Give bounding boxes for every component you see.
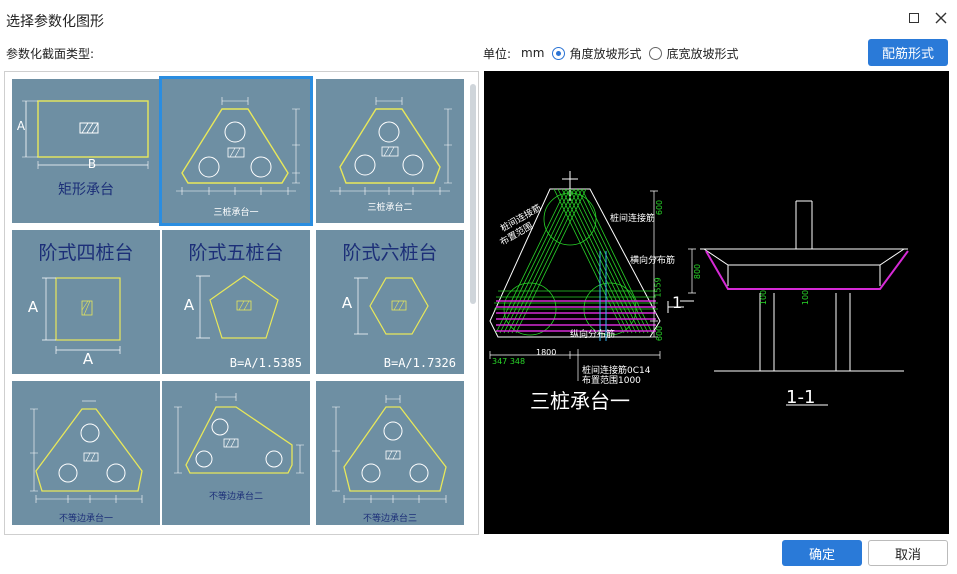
dim-800: 800 — [693, 263, 703, 280]
radio-width-slope-label: 底宽放坡形式 — [666, 46, 739, 61]
thumb-irregular-cap-3-label: 不等边承台三 — [362, 514, 417, 524]
annot-bottom-range: 布置范围1000 — [582, 376, 641, 386]
window-title: 选择参数化图形 — [6, 14, 104, 30]
title-bar: 选择参数化图形 — [0, 0, 957, 38]
three-pile-2-drawing — [330, 97, 452, 195]
thumb-irregular-cap-3[interactable]: 不等边承台三 — [316, 381, 464, 525]
five-pile-drawing — [196, 275, 279, 339]
radio-angle-slope-label: 角度放坡形式 — [569, 46, 642, 61]
thumb-irregular-cap-1-label: 不等边承台一 — [58, 514, 113, 524]
radio-dot — [552, 46, 566, 60]
dim-1559: 1559 — [653, 277, 663, 298]
thumb-stepped-six-pile[interactable]: 阶式六桩台 A B=A/1.7326 — [316, 230, 464, 374]
thumb-three-pile-cap-2[interactable]: 三桩承台二 — [316, 79, 464, 223]
ok-button[interactable]: 确定 — [782, 540, 862, 566]
dim-600-bottom: 600 — [655, 325, 665, 342]
rect-dim-b: B — [87, 157, 97, 171]
five-pile-dim-a: A — [183, 296, 195, 314]
preview-title: 三桩承台一 — [530, 389, 630, 413]
maximize-button[interactable] — [906, 10, 922, 26]
cancel-button[interactable]: 取消 — [868, 540, 948, 566]
units-value: mm — [521, 46, 545, 60]
section-type-label: 参数化截面类型: — [6, 47, 95, 61]
dim-600-top: 600 — [655, 199, 665, 216]
irregular-cap-2-drawing — [174, 393, 304, 474]
thumb-rect-cap-label: 矩形承台 — [58, 182, 114, 198]
rect-cap-drawing — [22, 100, 149, 169]
six-pile-formula: B=A/1.7326 — [383, 356, 456, 370]
preview-canvas: 桩间连接筋 布置范围 桩间连接筋 横向分布筋 纵向分布筋 桩间连接筋0C14 布… — [484, 71, 949, 534]
thumb-three-pile-cap-1-label: 三桩承台一 — [213, 208, 259, 218]
thumb-stepped-five-pile-label: 阶式五桩台 — [188, 242, 284, 264]
maximize-icon — [909, 13, 919, 23]
close-icon — [935, 12, 947, 24]
annot-bottom-rebar: 桩间连接筋0C14 — [582, 366, 651, 376]
shape-gallery: A B 矩形承台 三桩承台一 — [4, 71, 479, 535]
five-pile-formula: B=A/1.5385 — [229, 356, 302, 370]
dim-100-a: 100 — [759, 289, 769, 306]
four-pile-dim-a: A — [27, 298, 39, 316]
annot-vertical: 纵向分布筋 — [570, 330, 616, 340]
four-pile-dim-b: A — [82, 350, 94, 368]
thumb-stepped-four-pile[interactable]: 阶式四桩台 A A — [12, 230, 160, 374]
section-mark: 1 — [672, 293, 683, 312]
thumb-stepped-five-pile[interactable]: 阶式五桩台 A B=A/1.5385 — [162, 230, 310, 374]
dim-1800: 1800 — [536, 348, 557, 357]
radio-width-slope[interactable]: 底宽放坡形式 — [649, 45, 738, 62]
irregular-cap-1-drawing — [30, 400, 143, 503]
units-row: 单位: mm 角度放坡形式 底宽放坡形式 — [483, 43, 746, 63]
six-pile-dim-a: A — [341, 294, 353, 312]
six-pile-drawing — [354, 277, 429, 335]
thumb-irregular-cap-1[interactable]: 不等边承台一 — [12, 381, 160, 525]
units-label: 单位: — [483, 46, 512, 61]
thumb-three-pile-cap-2-label: 三桩承台二 — [367, 203, 413, 213]
thumb-irregular-cap-2-label: 不等边承台二 — [208, 492, 263, 502]
thumb-three-pile-cap-1[interactable]: 三桩承台一 — [159, 76, 313, 226]
three-pile-1-drawing — [176, 97, 300, 195]
dim-left: 347 348 — [492, 357, 526, 366]
four-pile-drawing — [42, 277, 121, 354]
thumb-stepped-four-pile-label: 阶式四桩台 — [38, 242, 134, 264]
radio-dot — [649, 46, 663, 60]
thumb-rect-cap[interactable]: A B 矩形承台 — [12, 79, 160, 223]
thumb-stepped-six-pile-label: 阶式六桩台 — [342, 242, 438, 264]
rect-dim-a: A — [16, 119, 26, 133]
close-button[interactable] — [933, 10, 949, 26]
gallery-scrollbar[interactable] — [470, 84, 476, 304]
annot-pile-rebar-2: 桩间连接筋 — [610, 214, 656, 224]
thumb-irregular-cap-2[interactable]: 不等边承台二 — [162, 381, 310, 525]
irregular-cap-3-drawing — [332, 395, 447, 503]
preview-drawing — [489, 171, 909, 406]
radio-angle-slope[interactable]: 角度放坡形式 — [552, 45, 641, 62]
annot-horizontal: 横向分布筋 — [630, 256, 676, 266]
dim-100-b: 100 — [801, 289, 811, 306]
rebar-form-button[interactable]: 配筋形式 — [868, 39, 948, 66]
section-title: 1-1 — [786, 387, 816, 408]
